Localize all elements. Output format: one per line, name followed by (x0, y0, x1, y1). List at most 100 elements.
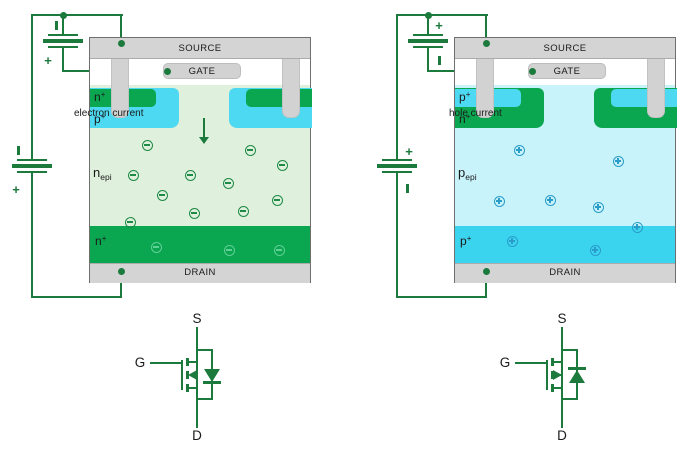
drain-contact-dot (117, 267, 125, 275)
main-battery-positive-label: + (12, 182, 20, 197)
hole-symbol (493, 195, 505, 207)
region-label-n-plus: n+ (94, 90, 106, 104)
current-label: hole current (449, 108, 502, 119)
symbol-drain-tap (554, 361, 562, 363)
wire-segment (62, 48, 64, 72)
drain-metal-bar (455, 263, 675, 283)
body-diode-triangle-icon (204, 369, 220, 382)
source-label: SOURCE (543, 43, 587, 54)
current-arrow (203, 118, 205, 138)
n-source-region-right (246, 89, 312, 107)
wire-junction-dot (424, 11, 432, 19)
electron-symbol (156, 189, 168, 201)
symbol-wire (561, 398, 578, 400)
source-contact-dot (117, 39, 125, 47)
hole-symbol (631, 221, 643, 233)
substrate-label: n+ (95, 234, 107, 248)
symbol-source-label: S (557, 311, 567, 326)
symbol-source-wire (196, 327, 198, 350)
body-diode-cathode-bar (568, 367, 586, 370)
main-battery-positive-label: + (405, 144, 413, 159)
gate-contact-dot (163, 67, 171, 75)
region-label-n-plus: n+ (459, 112, 471, 126)
gate-battery-negative-label (438, 56, 441, 65)
wire-segment (427, 48, 429, 72)
battery-plate (48, 34, 78, 36)
epi-region-label: nepi (93, 165, 112, 182)
battery-plate (408, 39, 448, 43)
symbol-source-label: S (192, 311, 202, 326)
drain-metal-bar (90, 263, 310, 283)
electron-symbol (124, 216, 136, 228)
wire-segment (396, 173, 398, 298)
wire-segment (31, 14, 33, 160)
region-label-p-plus: p+ (94, 112, 106, 126)
symbol-gate-plate (181, 360, 183, 390)
symbol-drain-tap (189, 361, 197, 363)
device-cross-section: SOURCE GATE DRAIN p+ n+ pepi p+ (454, 37, 677, 283)
source-metal-bar (90, 38, 310, 59)
body-arrow-icon (553, 370, 562, 380)
substrate-label: p+ (460, 234, 472, 248)
symbol-channel-dash (551, 371, 554, 379)
symbol-wire (196, 398, 213, 400)
electron-symbol (188, 207, 200, 219)
symbol-wire (561, 349, 578, 351)
drain-contact-dot (482, 267, 490, 275)
current-label: electron current (74, 108, 144, 119)
source-label: SOURCE (178, 43, 222, 54)
wire-segment (396, 296, 487, 298)
epi-region-label: pepi (458, 165, 477, 182)
symbol-wire (196, 349, 213, 351)
electron-symbol (184, 169, 196, 181)
gate-contact-dot (528, 67, 536, 75)
source-contact-dot (482, 39, 490, 47)
p-channel-figure: + + SOURCE GATE DRAIN p+ n+ pepi p+ (365, 0, 686, 450)
symbol-source-tap (189, 387, 197, 389)
wire-segment (485, 14, 487, 44)
body-arrow-icon (188, 370, 197, 380)
battery-plate (48, 46, 78, 48)
hole-symbol (612, 155, 624, 167)
electron-symbol (223, 244, 235, 256)
wire-junction-dot (59, 11, 67, 19)
source-contact-plug-right (647, 46, 665, 118)
wire-segment (396, 14, 398, 160)
battery-plate (377, 164, 417, 168)
symbol-gate-wire (150, 362, 181, 364)
symbol-channel-dash (551, 358, 554, 366)
body-diode-triangle-icon (569, 370, 585, 383)
body-diode-cathode-bar (203, 381, 221, 384)
source-contact-plug-left (111, 46, 129, 118)
battery-plate (382, 171, 412, 173)
p-substrate-region (455, 226, 675, 263)
symbol-gate-label: G (134, 355, 146, 370)
battery-plate (413, 46, 443, 48)
symbol-drain-label: D (192, 428, 202, 443)
symbol-source-wire (561, 327, 563, 350)
main-battery-negative-label (17, 146, 20, 155)
gate-battery-positive-label: + (44, 53, 52, 68)
wire-segment (120, 14, 122, 44)
symbol-rail-wire (561, 349, 563, 428)
wire-segment (31, 173, 33, 298)
battery-plate (382, 159, 412, 161)
wire-segment (120, 271, 122, 298)
symbol-source-tap (554, 387, 562, 389)
drain-label: DRAIN (184, 267, 216, 278)
electron-symbol (273, 244, 285, 256)
symbol-channel-dash (186, 384, 189, 392)
wire-segment (396, 14, 488, 16)
electron-symbol (244, 144, 256, 156)
wire-segment (31, 296, 122, 298)
main-battery-negative-label (406, 184, 409, 193)
hole-symbol (506, 235, 518, 247)
electron-symbol (141, 139, 153, 151)
hole-symbol (589, 244, 601, 256)
symbol-rail-wire (196, 349, 198, 428)
wire-segment (485, 271, 487, 298)
drain-label: DRAIN (549, 267, 581, 278)
symbol-channel-dash (186, 358, 189, 366)
electron-symbol (127, 169, 139, 181)
